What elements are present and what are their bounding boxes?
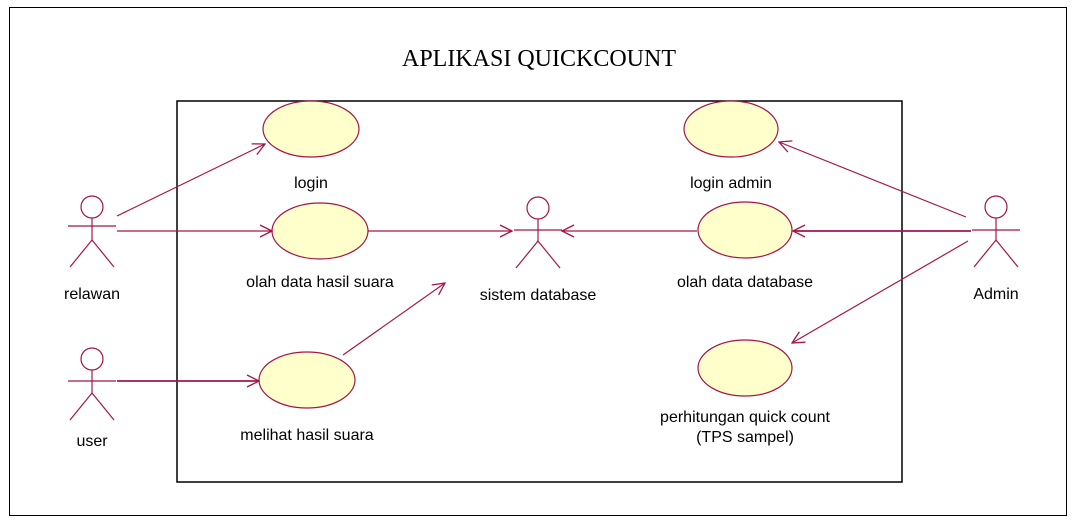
usecase-melihat-hasil-suara [258, 351, 356, 409]
diagram-frame [9, 7, 1067, 516]
usecase-label-perhitungan-line1: perhitungan quick count [660, 409, 830, 426]
actor-label-relawan: relawan [63, 286, 121, 303]
assoc-relawan-login [116, 144, 265, 217]
system-boundary [176, 100, 903, 483]
usecase-label-login-admin: login admin [690, 175, 772, 192]
assoc-admin-perhitungan [792, 240, 969, 343]
actor-relawan-figure [68, 195, 116, 268]
diagram-title: APLIKASI QUICKCOUNT [402, 46, 676, 72]
assoc-melihat-sistem [342, 283, 445, 356]
actor-label-sistem-database: sistem database [479, 287, 597, 304]
usecase-label-olah-data-hasil-suara: olah data hasil suara [246, 274, 394, 291]
usecase-olah-data-database [697, 201, 793, 259]
usecase-label-perhitungan-line2: (TPS sampel) [696, 429, 794, 446]
assoc-admin-login-admin [779, 142, 967, 218]
actor-sistem-database-figure [514, 196, 562, 269]
usecase-login-admin [683, 100, 779, 158]
usecase-label-olah-data-database: olah data database [676, 274, 814, 291]
usecase-login [262, 100, 360, 158]
usecase-perhitungan-quick-count [697, 339, 793, 397]
actor-user-figure [68, 347, 116, 421]
usecase-label-melihat-hasil-suara: melihat hasil suara [240, 427, 374, 444]
usecase-olah-data-hasil-suara [271, 202, 369, 260]
actor-label-admin: Admin [973, 286, 1019, 303]
actor-admin-figure [972, 195, 1020, 268]
usecase-label-login: login [294, 175, 328, 192]
actor-label-user: user [76, 433, 108, 450]
